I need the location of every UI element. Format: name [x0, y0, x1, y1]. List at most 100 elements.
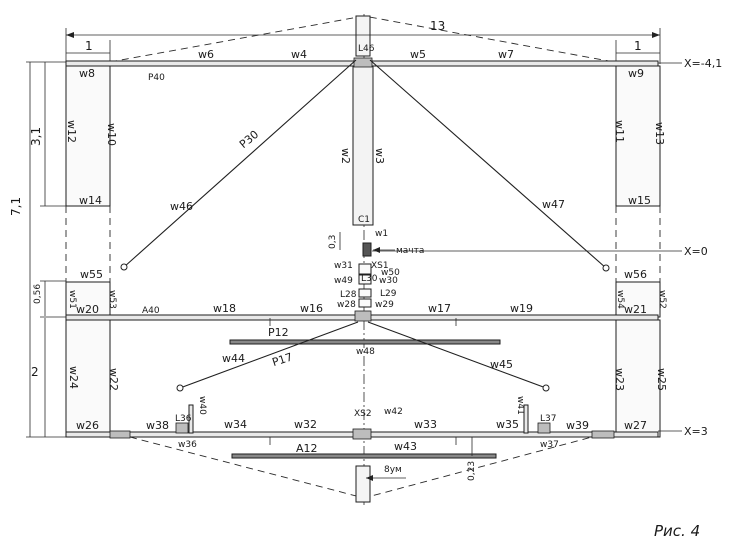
- label-w33: w33: [414, 418, 437, 431]
- label-w45: w45: [490, 358, 513, 371]
- label-w14: w14: [79, 194, 102, 207]
- label-w50: w50: [381, 268, 400, 278]
- label-w24: w24: [67, 366, 80, 389]
- label-w1: w1: [375, 229, 388, 239]
- label-w22: w22: [107, 368, 120, 391]
- mid-center-hatch: [354, 310, 372, 322]
- dim-8um-arrow: [366, 475, 373, 481]
- label-w6: w6: [198, 48, 214, 61]
- dim-arrow-left: [66, 32, 74, 38]
- label-w43: w43: [394, 440, 417, 453]
- label-w47: w47: [542, 198, 565, 211]
- label-w30: w30: [379, 276, 398, 286]
- label-w31: w31: [334, 261, 353, 271]
- dim-023: 0,23: [467, 461, 477, 481]
- dim-056: 0,56: [33, 284, 43, 304]
- dim-arrow-right: [652, 32, 660, 38]
- feed-block-2: [358, 274, 372, 285]
- mast-top: [355, 15, 371, 57]
- labels-top: w6 w4 w5 w7 w8 w9 P40 L46 w12 w10 w11 w1…: [65, 44, 666, 239]
- label-w35: w35: [496, 418, 519, 431]
- label-w20: w20: [76, 303, 99, 316]
- label-w9: w9: [628, 67, 644, 80]
- coord-x-41: X=-4,1: [684, 57, 722, 70]
- labels-bottom: w26 w27 w38 L36 w36 w34 w32 XS2 w42 w33 …: [76, 396, 647, 455]
- label-w56: w56: [624, 268, 647, 281]
- label-l46: L46: [358, 44, 375, 54]
- label-xs2: XS2: [354, 409, 372, 419]
- label-w26: w26: [76, 419, 99, 432]
- label-w34: w34: [224, 418, 247, 431]
- p12-bar: [229, 339, 501, 345]
- bottom-right-hatch: [591, 430, 615, 439]
- label-w37: w37: [540, 440, 559, 450]
- feed-block-1: [358, 263, 372, 275]
- dim-1-right: 1: [634, 39, 642, 53]
- label-a40: A40: [142, 306, 160, 316]
- label-c1: C1: [358, 215, 370, 225]
- insulator-bl: [176, 384, 184, 392]
- label-w12: w12: [65, 120, 78, 143]
- label-w38: w38: [146, 419, 169, 432]
- label-xs1: XS1: [371, 261, 389, 271]
- label-w4: w4: [291, 48, 307, 61]
- label-w39: w39: [566, 419, 589, 432]
- label-w49: w49: [334, 276, 353, 286]
- label-l30: L30: [361, 274, 378, 284]
- label-l29: L29: [380, 289, 397, 299]
- label-w48: w48: [356, 347, 375, 357]
- label-w21: w21: [624, 303, 647, 316]
- label-p17: P17: [271, 350, 295, 369]
- label-w23: w23: [613, 368, 626, 391]
- label-w32: w32: [294, 418, 317, 431]
- mast-arrow-head: [373, 247, 380, 253]
- top-center-hatch: [353, 57, 373, 68]
- bottom-left-hatch: [109, 430, 131, 439]
- feed-block-3: [358, 288, 372, 298]
- insulator-right: [602, 264, 610, 272]
- label-w25: w25: [655, 368, 668, 391]
- label-w16: w16: [300, 302, 323, 315]
- label-w19: w19: [510, 302, 533, 315]
- wire-w45: [367, 321, 547, 389]
- dim-13: 13: [430, 19, 445, 33]
- label-w11: w11: [613, 120, 626, 143]
- label-w41: w41: [515, 396, 525, 415]
- stub-l37: [537, 422, 551, 434]
- plate-bottom-right: [615, 319, 661, 438]
- dim-31: 3,1: [29, 127, 43, 146]
- label-w53: w53: [107, 290, 117, 309]
- label-w44: w44: [222, 352, 245, 365]
- stub-l36: [175, 422, 189, 434]
- insulator-br: [542, 384, 550, 392]
- mast-feed-box: [362, 242, 372, 257]
- label-w55: w55: [80, 268, 103, 281]
- label-l37: L37: [540, 414, 556, 424]
- label-l36: L36: [175, 414, 192, 424]
- wire-w46: [123, 59, 357, 268]
- label-w10: w10: [105, 123, 118, 146]
- a12-bar: [231, 453, 497, 459]
- plate-top-left: [65, 65, 111, 207]
- label-w42: w42: [384, 407, 403, 417]
- arrow-note: мачта: [396, 246, 424, 256]
- plate-mid-right-small: [615, 281, 661, 318]
- dim-03: 0,3: [328, 235, 338, 249]
- plate-bottom-left: [65, 319, 111, 438]
- wire-w47: [369, 59, 607, 269]
- label-w51: w51: [67, 290, 77, 309]
- stub-w40: [188, 404, 194, 434]
- label-l28: L28: [340, 290, 357, 300]
- plate-top-right: [615, 65, 661, 207]
- label-w2: w2: [339, 148, 352, 164]
- feed-block-4: [358, 298, 372, 308]
- label-w15: w15: [628, 194, 651, 207]
- label-w28: w28: [337, 300, 356, 310]
- label-w5: w5: [410, 48, 426, 61]
- labels-mid: w55 w56 w51 w53 w54 w52 w20 w21 A40 w18 …: [67, 268, 668, 391]
- label-p40: P40: [148, 73, 165, 83]
- label-w40: w40: [197, 396, 207, 415]
- label-w36: w36: [178, 440, 197, 450]
- labels-feed: w31 XS1 w30 w49 L30 L28 L29 w28 w29 w50: [334, 261, 400, 310]
